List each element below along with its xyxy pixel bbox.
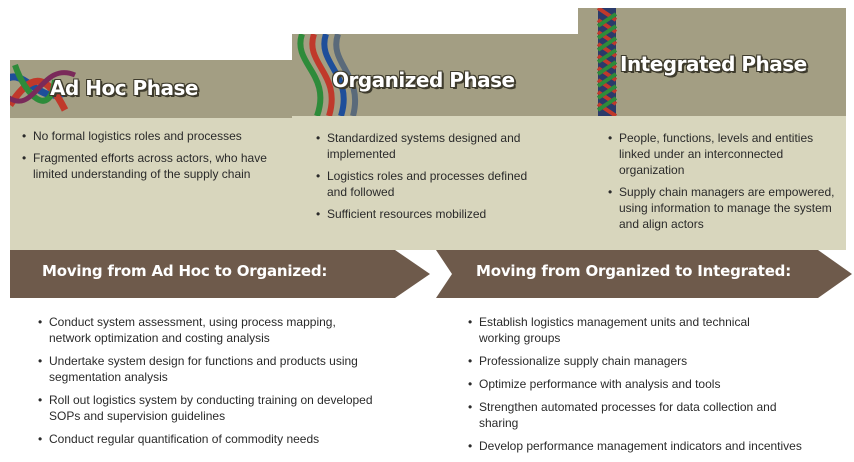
steps-organized-to-integrated: Establish logistics management units and…: [466, 314, 850, 461]
list-item: Roll out logistics system by conducting …: [36, 392, 376, 424]
list-item: No formal logistics roles and processes: [20, 128, 282, 144]
list-item: Strengthen automated processes for data …: [466, 399, 850, 431]
list-item: Sufficient resources mobilized: [314, 206, 568, 222]
list-item: Undertake system design for functions an…: [36, 353, 376, 385]
phase-header: Organized Phase: [292, 34, 578, 116]
braided-strands-icon: [596, 8, 618, 116]
phase-integrated: Integrated Phase People, functions, leve…: [578, 8, 846, 250]
phase-bullets: No formal logistics roles and processes …: [20, 128, 282, 188]
phase-panel: No formal logistics roles and processes …: [10, 118, 292, 250]
list-item: Fragmented efforts across actors, who ha…: [20, 150, 282, 182]
phase-title: Organized Phase: [332, 68, 515, 92]
arrow-label-box: Moving from Ad Hoc to Organized:: [42, 262, 327, 280]
list-item: Professionalize supply chain managers: [466, 353, 850, 369]
phase-panel: Standardized systems designed and implem…: [292, 116, 578, 250]
phase-title: Integrated Phase: [620, 52, 807, 76]
transition-label: Moving from Organized to Integrated:: [476, 262, 791, 280]
tangled-strands-icon: [10, 64, 76, 112]
phase-organized: Organized Phase Standardized systems des…: [292, 34, 578, 250]
arrow-label-box: Moving from Organized to Integrated:: [476, 262, 791, 280]
list-item: Establish logistics management units and…: [466, 314, 850, 346]
steps-ad-hoc-to-organized: Conduct system assessment, using process…: [36, 314, 376, 454]
phase-header: Integrated Phase: [578, 8, 846, 116]
phase-ad-hoc: Ad Hoc Phase No formal logistics roles a…: [10, 60, 292, 250]
phase-title: Ad Hoc Phase: [50, 76, 198, 100]
aligned-strands-icon: [297, 34, 358, 116]
phase-header: Ad Hoc Phase: [10, 60, 292, 118]
phase-panel: People, functions, levels and entities l…: [578, 116, 846, 250]
list-item: Supply chain managers are empowered, usi…: [606, 184, 836, 232]
list-item: Standardized systems designed and implem…: [314, 130, 568, 162]
transition-label: Moving from Ad Hoc to Organized:: [42, 262, 328, 280]
phase-bullets: Standardized systems designed and implem…: [314, 130, 568, 228]
phase-bullets: People, functions, levels and entities l…: [606, 130, 836, 238]
list-item: Logistics roles and processes defined an…: [314, 168, 568, 200]
list-item: Optimize performance with analysis and t…: [466, 376, 850, 392]
list-item: Conduct system assessment, using process…: [36, 314, 376, 346]
list-item: People, functions, levels and entities l…: [606, 130, 836, 178]
list-item: Conduct regular quantification of commod…: [36, 431, 376, 447]
list-item: Develop performance management indicator…: [466, 438, 850, 454]
